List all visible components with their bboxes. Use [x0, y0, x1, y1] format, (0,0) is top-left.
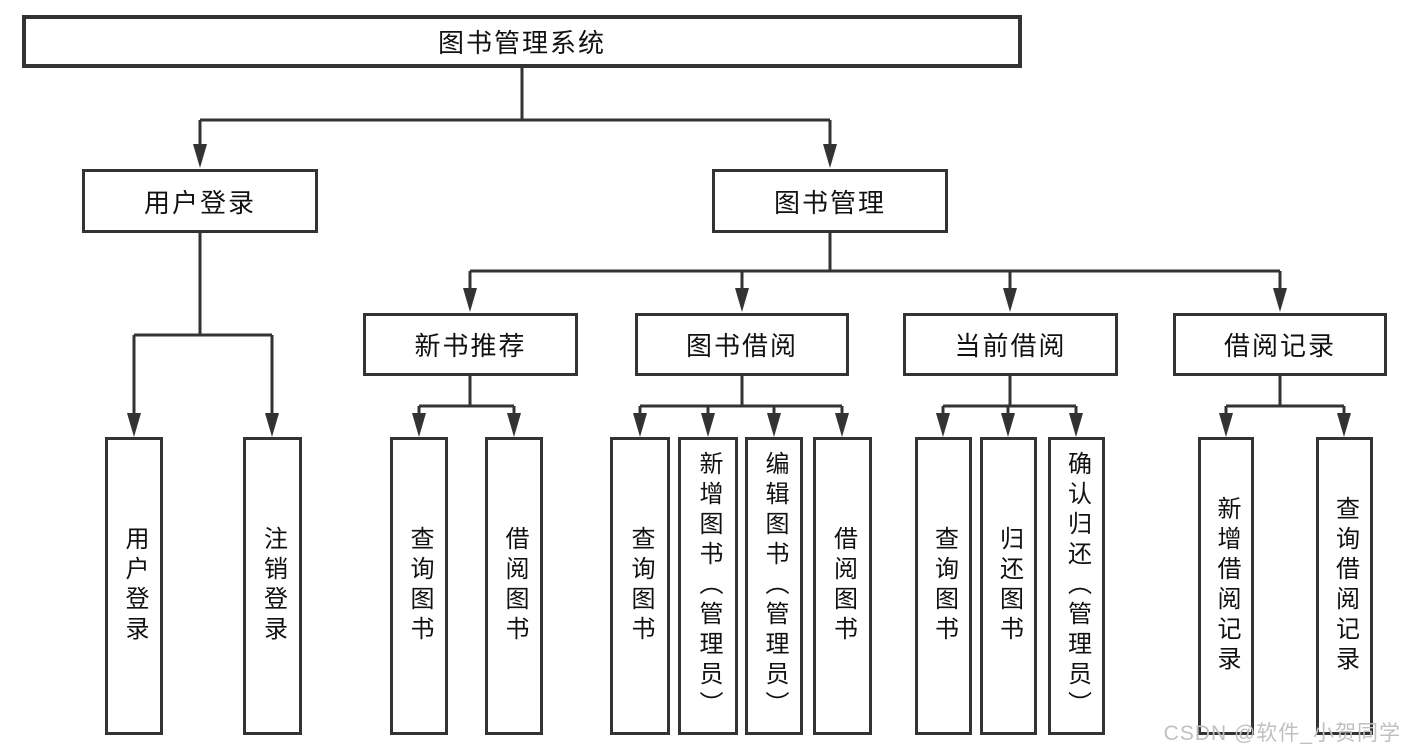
leaf-add-book-admin: 新增图书（管理员）	[678, 437, 738, 735]
leaf-add-borrow-record: 新增借阅记录	[1198, 437, 1254, 735]
connector-book-borrowing-children	[633, 376, 849, 437]
leaf-return-books: 归还图书	[980, 437, 1037, 735]
leaf-borrow-books-borrowing: 借阅图书	[813, 437, 872, 735]
watermark-csdn: CSDN @软件_小贺同学	[1163, 722, 1401, 745]
node-user-login: 用户登录	[82, 169, 318, 233]
connector-borrowing-records-children	[1219, 376, 1351, 437]
leaf-query-books-current: 查询图书	[915, 437, 972, 735]
connector-current-borrowing-children	[936, 376, 1083, 437]
leaf-borrow-books-recommend: 借阅图书	[485, 437, 543, 735]
node-library-system: 图书管理系统	[22, 15, 1022, 68]
leaf-edit-book-admin: 编辑图书（管理员）	[745, 437, 803, 735]
leaf-query-books-recommend: 查询图书	[390, 437, 448, 735]
leaf-query-borrow-record: 查询借阅记录	[1316, 437, 1373, 735]
node-current-borrowing: 当前借阅	[903, 313, 1118, 376]
node-book-borrowing: 图书借阅	[635, 313, 849, 376]
leaf-query-books-borrowing: 查询图书	[610, 437, 670, 735]
leaf-logout: 注销登录	[243, 437, 302, 735]
connector-new-book-children	[412, 376, 521, 437]
node-borrowing-records: 借阅记录	[1173, 313, 1387, 376]
connector-root-children	[193, 68, 837, 168]
node-book-management: 图书管理	[712, 169, 948, 233]
node-new-book-recommendation: 新书推荐	[363, 313, 578, 376]
connector-book-management-children	[463, 233, 1287, 312]
leaf-confirm-return-admin: 确认归还（管理员）	[1048, 437, 1105, 735]
leaf-user-login: 用户登录	[105, 437, 163, 735]
connector-user-login-children	[127, 232, 279, 437]
